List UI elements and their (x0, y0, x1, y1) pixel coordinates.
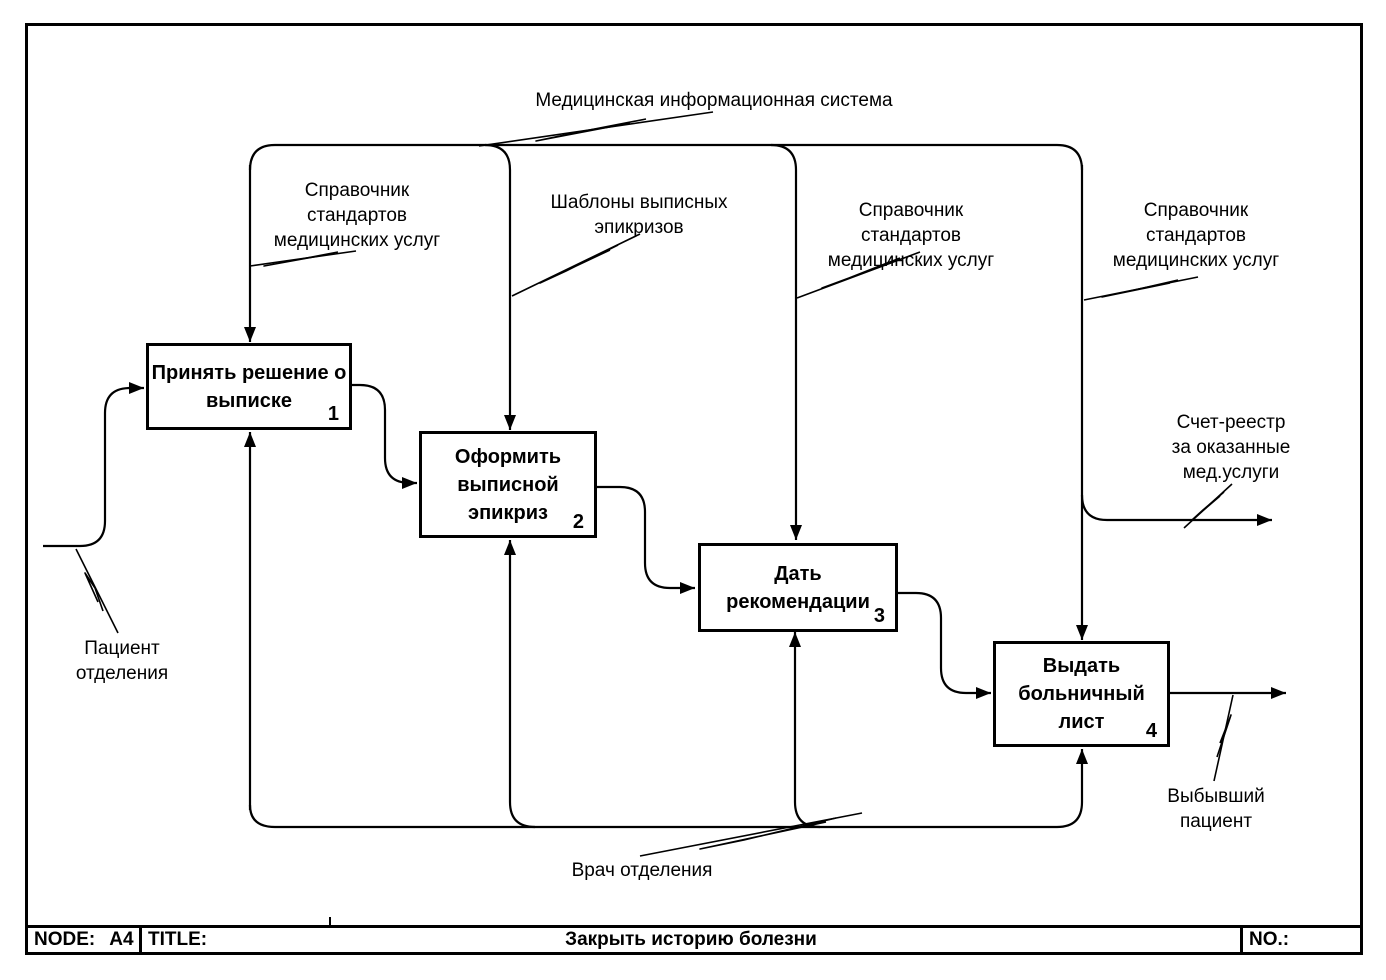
title-label: TITLE: (148, 929, 208, 950)
activity-box-4-number: 4 (1145, 720, 1157, 742)
node-label: NODE: (34, 929, 96, 950)
activity-box-4[interactable]: Выдать больничный лист 4 (993, 641, 1170, 747)
callout-squiggle-mis (478, 111, 714, 147)
connector-box2-box3 (597, 485, 695, 594)
label-input-patient: Пациент отделения (75, 638, 169, 684)
mis-trunk-line (248, 143, 1084, 171)
mechanism-arrow-box2 (504, 540, 536, 829)
label-control-standards3: Справочник стандартов медицинских услуг (1112, 200, 1280, 271)
footer-bar: NODE: A4 TITLE: Закрыть историю болезни … (25, 925, 1363, 955)
label-mechanism-doctor: Врач отделения (571, 860, 713, 881)
output-arrow-invoice (1080, 494, 1272, 526)
activity-box-3-label: Дать рекомендации (726, 562, 870, 613)
footer-number-cell: NO.: (1240, 928, 1360, 952)
callout-squiggle-doctor (639, 812, 863, 857)
callout-squiggle-invoice (1183, 483, 1233, 529)
label-control-standards2: Справочник стандартов медицинских услуг (827, 200, 995, 271)
label-control-templates: Шаблоны выписных эпикризов (550, 192, 728, 238)
control-arrow-standards2 (770, 143, 802, 540)
label-output-invoice: Счет-реестр за оказанные мед.услуги (1171, 412, 1291, 483)
connector-box3-box4 (896, 591, 991, 699)
callout-squiggle-standards3 (1083, 276, 1199, 301)
callout-squiggle-standards2 (796, 251, 921, 299)
label-mis: Медицинская информационная система (535, 90, 893, 111)
activity-box-1-number: 1 (327, 403, 339, 425)
connector-box1-box2 (352, 383, 417, 489)
mechanism-arrow-box3 (789, 632, 821, 829)
footer-title-cell: TITLE: Закрыть историю болезни (142, 928, 1240, 952)
activity-box-3[interactable]: Дать рекомендации 3 (698, 543, 898, 632)
callout-squiggle-standards1 (249, 250, 357, 267)
activity-box-4-label: Выдать больничный лист (1018, 655, 1145, 733)
activity-box-3-number: 3 (873, 605, 885, 627)
frame-tick (329, 917, 331, 926)
activity-box-1-label: Принять решение о выписке (151, 361, 347, 412)
footer-node-cell: NODE: A4 (28, 928, 142, 952)
callout-squiggle-patient-in (75, 548, 119, 634)
input-arrow-patient (43, 382, 144, 548)
mechanism-trunk-line (248, 749, 1088, 829)
callout-squiggle-patient-out (1213, 694, 1234, 782)
activity-box-2[interactable]: Оформить выписной эпикриз 2 (419, 431, 597, 538)
diagram-title: Закрыть историю болезни (565, 929, 817, 950)
control-arrow-templates (484, 143, 516, 430)
activity-box-2-label: Оформить выписной эпикриз (454, 445, 562, 524)
number-label: NO.: (1249, 929, 1290, 950)
activity-box-2-number: 2 (572, 511, 584, 533)
activity-box-1[interactable]: Принять решение о выписке 1 (146, 343, 352, 430)
label-control-standards1: Справочник стандартов медицинских услуг (273, 180, 441, 251)
callout-squiggle-templates (511, 233, 641, 297)
node-value: A4 (109, 929, 134, 950)
label-output-patient: Выбывший пациент (1167, 786, 1265, 832)
